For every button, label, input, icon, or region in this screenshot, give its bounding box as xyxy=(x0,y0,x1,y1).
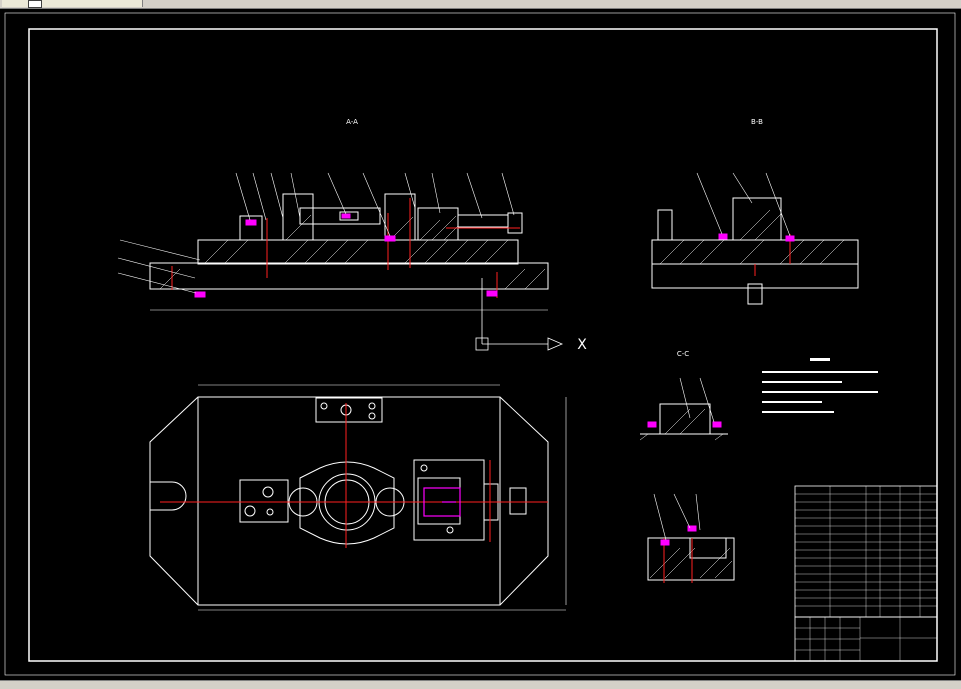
upper-hatch xyxy=(285,214,459,241)
title-block-grid xyxy=(795,617,937,661)
center-lines-a xyxy=(171,198,520,298)
title-block xyxy=(794,485,938,662)
c-block xyxy=(659,403,711,435)
section-a-view: A-A xyxy=(117,118,587,353)
d-leaders xyxy=(653,493,701,541)
plan-left-block xyxy=(239,479,289,523)
d-block xyxy=(689,537,727,559)
plan-hole-4 xyxy=(368,412,376,420)
c-screw-heads xyxy=(647,421,722,428)
technical-requirements xyxy=(762,358,878,413)
cad-drawing-canvas[interactable]: A-A xyxy=(0,8,961,680)
ucs-origin xyxy=(475,337,489,351)
section-d-view xyxy=(647,493,735,583)
plan-slot-left xyxy=(150,481,187,511)
b-post xyxy=(657,209,673,241)
plan-hole-2 xyxy=(320,402,328,410)
clamp-pad xyxy=(339,211,359,221)
plan-center-lines xyxy=(160,403,548,548)
knob xyxy=(507,212,523,234)
guide-block xyxy=(384,193,416,241)
b-key xyxy=(747,283,763,305)
plan-outline xyxy=(149,396,549,606)
slide-block xyxy=(417,207,459,241)
drawing-border xyxy=(28,28,938,662)
plan-magenta-parts xyxy=(423,487,461,517)
status-bar xyxy=(0,680,961,689)
plan-hole-3 xyxy=(368,402,376,410)
screw-housing xyxy=(457,214,509,228)
screw-heads-a xyxy=(194,213,498,298)
clamp-bar xyxy=(299,207,381,225)
b-body xyxy=(651,239,859,265)
d-hatch xyxy=(649,547,733,579)
b-leaders xyxy=(696,172,791,237)
drawing-tab-icon xyxy=(28,0,42,8)
plan-hole-8 xyxy=(420,464,428,472)
plan-hole-5 xyxy=(262,486,274,498)
section-c-view: C-C xyxy=(639,350,728,441)
ucs-arrow xyxy=(547,337,564,351)
sheet-edge xyxy=(4,12,956,676)
b-hatch xyxy=(659,209,845,265)
plan-knob xyxy=(509,487,527,515)
leader-lines-a xyxy=(117,172,515,294)
parts-list-rows xyxy=(795,486,937,617)
c-leaders xyxy=(679,377,715,423)
plan-view xyxy=(149,384,567,611)
base-plate xyxy=(149,262,549,290)
section-c-label: C-C xyxy=(677,350,689,358)
locating-block xyxy=(282,193,314,241)
plan-hole-7 xyxy=(266,508,274,516)
d-screw-heads xyxy=(660,525,697,546)
section-b-view: B-B xyxy=(651,118,859,305)
fixture-body xyxy=(197,239,519,265)
section-b-label: B-B xyxy=(751,118,763,126)
support-block-left xyxy=(239,215,263,241)
drawing-tab[interactable] xyxy=(2,0,143,8)
section-a-label: A-A xyxy=(346,118,358,126)
ucs-x-label: X xyxy=(577,337,587,353)
top-toolbar xyxy=(0,0,961,9)
plan-hole-6 xyxy=(244,505,256,517)
plan-hole-9 xyxy=(446,526,454,534)
workpiece-outline xyxy=(299,461,395,545)
b-block xyxy=(732,197,782,241)
section-hatch xyxy=(159,239,546,290)
plan-top-block xyxy=(315,397,383,423)
c-hatch xyxy=(639,408,724,441)
